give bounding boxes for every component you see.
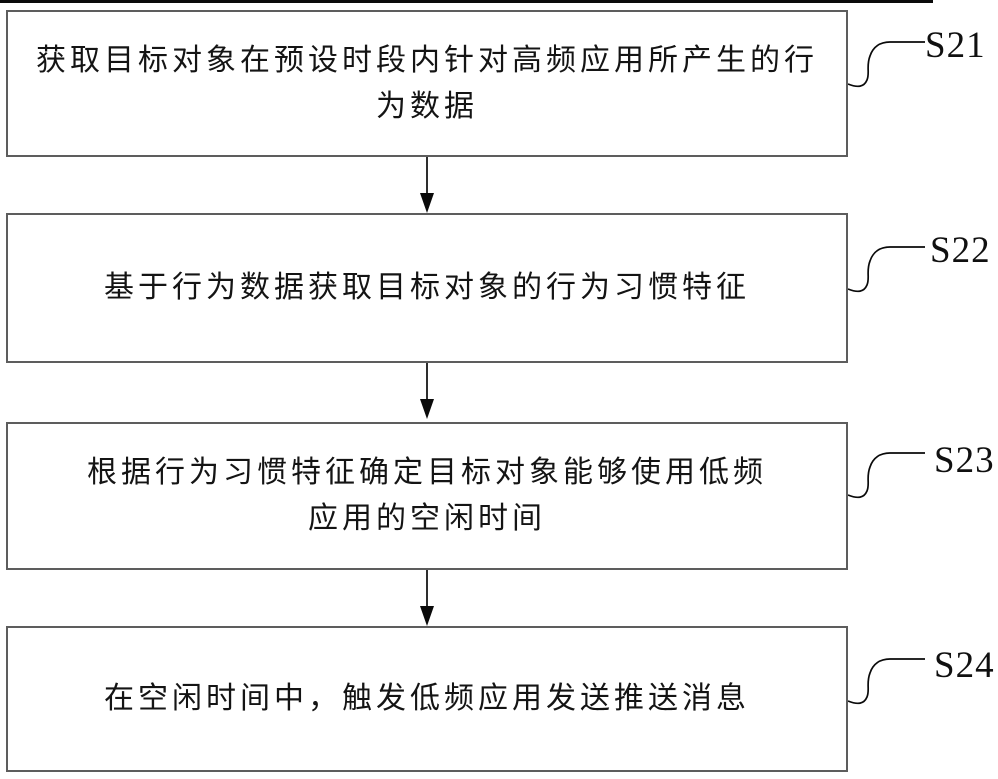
step-box-s23: 根据行为习惯特征确定目标对象能够使用低频 应用的空闲时间 [6, 422, 848, 570]
down-arrow-icon [420, 363, 434, 419]
reference-connector-line [848, 246, 925, 293]
step-text-line: 应用的空闲时间 [308, 502, 546, 535]
reference-connector-line [848, 41, 925, 88]
step-text-line: 在空闲时间中，触发低频应用发送推送消息 [104, 682, 750, 715]
down-arrow-icon [420, 570, 434, 626]
step-box-s21: 获取目标对象在预设时段内针对高频应用所产生的行 为数据 [6, 10, 848, 157]
step-text-line: 根据行为习惯特征确定目标对象能够使用低频 [87, 456, 767, 489]
step-label-s22: S22 [930, 230, 991, 271]
step-box-s22: 基于行为数据获取目标对象的行为习惯特征 [6, 213, 848, 363]
down-arrow-icon [420, 157, 434, 213]
step-text-line: 基于行为数据获取目标对象的行为习惯特征 [104, 271, 750, 304]
step-text-line: 获取目标对象在预设时段内针对高频应用所产生的行 [36, 43, 818, 77]
step-text-line: 为数据 [376, 89, 478, 123]
step-label-s24: S24 [934, 645, 995, 686]
step-label-s21: S21 [925, 25, 986, 66]
step-box-s24: 在空闲时间中，触发低频应用发送推送消息 [6, 626, 848, 772]
step-label-s23: S23 [934, 440, 995, 481]
figure-top-border [0, 0, 933, 3]
reference-connector-line [848, 452, 925, 499]
reference-connector-line [848, 658, 925, 705]
